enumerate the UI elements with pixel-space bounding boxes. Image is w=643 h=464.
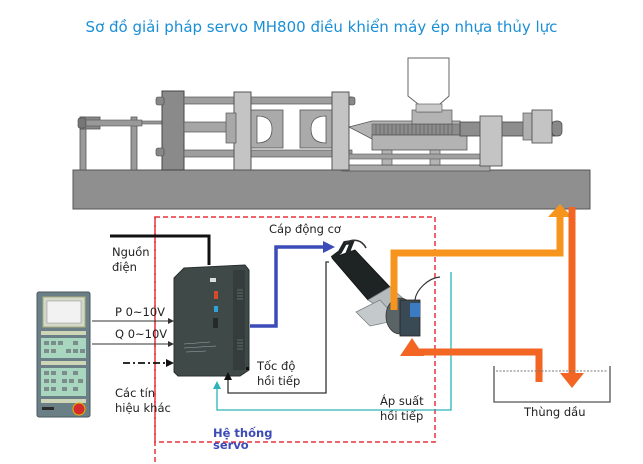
diagram-title: Sơ đồ giải pháp servo MH800 điều khiển m… bbox=[85, 18, 558, 36]
q-signal-label: Q 0~10V bbox=[115, 327, 168, 341]
servo-system-line1: Hệ thống bbox=[213, 426, 273, 440]
oil-supply-line bbox=[390, 216, 564, 310]
speed-feedback-line1: Tốc độ bbox=[257, 359, 296, 373]
motor-cable-label: Cáp động cơ bbox=[269, 222, 341, 236]
speed-feedback-line bbox=[227, 261, 329, 394]
servo-motor-pump bbox=[330, 239, 441, 337]
oil-tank-label: Thùng dầu bbox=[524, 405, 586, 419]
other-signals-line2: hiệu khác bbox=[115, 401, 171, 415]
other-signals-label: Các tín hiệu khác bbox=[115, 386, 171, 416]
pressure-feedback-line bbox=[216, 272, 452, 411]
power-label-line2: điện bbox=[112, 260, 137, 274]
p-signal-label: P 0~10V bbox=[115, 305, 166, 319]
other-signals-line1: Các tín bbox=[115, 386, 156, 400]
injection-molding-machine bbox=[72, 57, 591, 210]
power-line bbox=[110, 234, 211, 265]
speed-feedback-label: Tốc độ hồi tiếp bbox=[257, 359, 300, 389]
oil-tank bbox=[493, 366, 611, 403]
pressure-feedback-line2: hồi tiếp bbox=[380, 409, 424, 423]
motor-cable-arrow bbox=[250, 245, 325, 328]
speed-feedback-line2: hồi tiếp bbox=[257, 374, 301, 388]
power-label-line1: Nguồn bbox=[112, 245, 150, 259]
power-label: Nguồn điện bbox=[112, 245, 150, 275]
pressure-feedback-line1: Áp suất bbox=[380, 394, 424, 408]
pressure-feedback-label: Áp suất hồi tiếp bbox=[380, 394, 424, 424]
servo-system-line2: servo bbox=[213, 438, 249, 452]
signal-arrows bbox=[92, 318, 174, 367]
servo-system-label: Hệ thống servo bbox=[213, 427, 272, 451]
controller-panel bbox=[36, 291, 91, 418]
pump-suction-line bbox=[410, 348, 543, 382]
servo-drive-mh800 bbox=[173, 264, 250, 377]
